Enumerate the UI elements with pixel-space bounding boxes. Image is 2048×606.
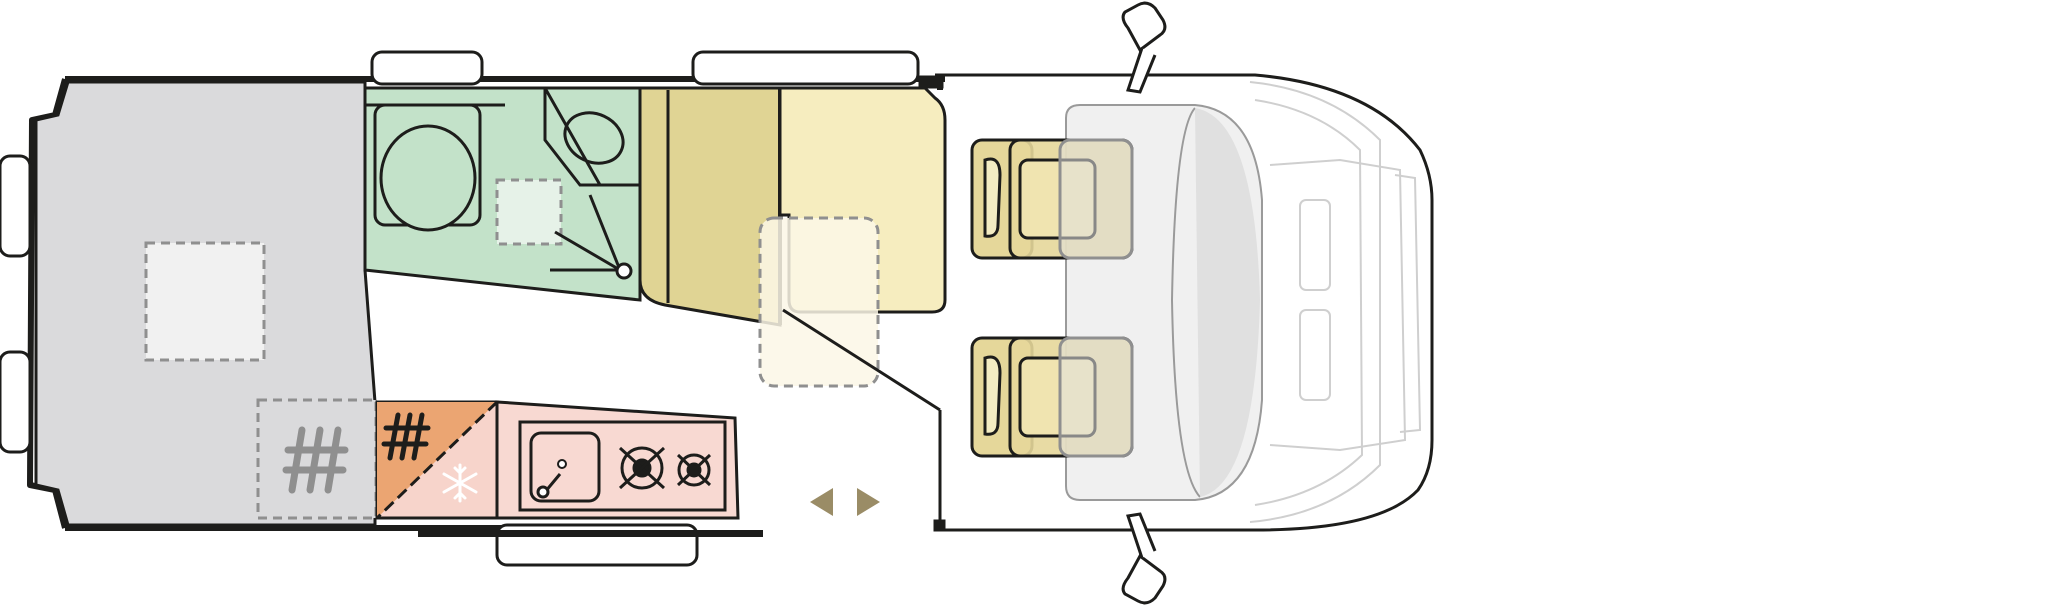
rear-lights [0,154,32,454]
heater-cupboard [256,398,378,520]
hob [618,446,712,490]
direction-arrows-icon [810,488,880,516]
heater-icon [282,426,349,494]
cab-seat-left [970,138,1134,260]
table [758,216,880,388]
mirror-icon [1121,1,1167,94]
burner-icon [676,453,712,487]
partition [782,75,946,532]
toilet [373,103,482,232]
shower [495,178,633,280]
snowflake-icon [442,463,478,503]
bathroom [363,86,642,302]
sink [529,431,601,503]
cab-seat-right [970,336,1134,458]
burner-icon [618,446,666,490]
windscreen-lines [1249,81,1422,523]
fridge [375,400,499,520]
tap-icon [536,473,562,499]
sliding-door [418,530,763,537]
mirror-icon [1121,512,1167,605]
garage-hatch [144,241,266,362]
heater-icon [381,412,431,461]
kitchen [375,400,740,520]
